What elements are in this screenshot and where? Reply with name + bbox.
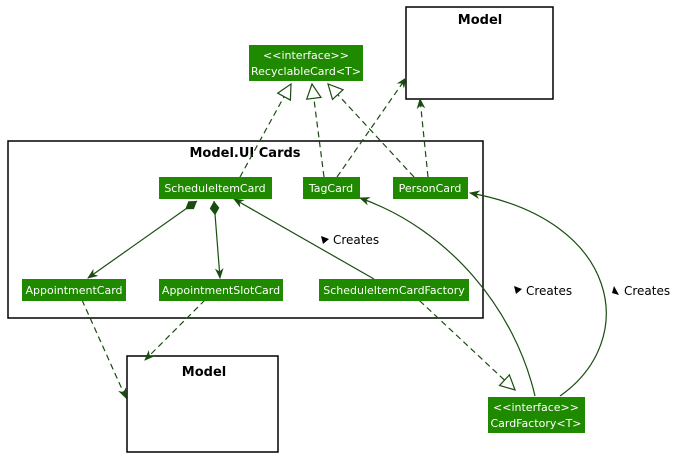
edge-label-person-creates: Creates bbox=[612, 284, 670, 298]
edge-realize-person-card bbox=[328, 84, 415, 178]
node-recyclable-card[interactable]: <<interface>> RecyclableCard<T> bbox=[249, 45, 363, 81]
node-label: RecyclableCard<T> bbox=[251, 65, 361, 78]
node-schedule-item-card-factory[interactable]: ScheduleItemCardFactory bbox=[319, 279, 469, 301]
edge-label-text: Creates bbox=[624, 284, 670, 298]
edge-dep-appointment-slot-card-model bbox=[144, 299, 206, 361]
edge-realize-tag-card bbox=[312, 84, 325, 178]
edge-dep-appointment-card-model bbox=[81, 299, 127, 399]
node-appointment-slot-card[interactable]: AppointmentSlotCard bbox=[159, 279, 283, 301]
direction-arrow-icon bbox=[514, 286, 522, 294]
package-model-top: Model bbox=[405, 6, 554, 100]
edge-realize-schedule-item-card bbox=[239, 84, 291, 178]
package-title: Model bbox=[182, 365, 226, 380]
node-label: AppointmentCard bbox=[25, 284, 122, 297]
edge-compose-appointment-slot-card bbox=[209, 200, 224, 280]
node-tag-card[interactable]: TagCard bbox=[303, 177, 360, 199]
node-label: AppointmentSlotCard bbox=[162, 284, 280, 297]
node-label: TagCard bbox=[308, 182, 353, 195]
edge-dep-tag-card-model bbox=[336, 77, 407, 178]
node-appointment-card[interactable]: AppointmentCard bbox=[22, 279, 126, 301]
stereotype-label: <<interface>> bbox=[493, 401, 579, 414]
node-label: ScheduleItemCard bbox=[164, 182, 265, 195]
edge-creates-person-card bbox=[468, 190, 607, 397]
edge-creates-tag-card bbox=[358, 197, 536, 397]
node-schedule-item-card[interactable]: ScheduleItemCard bbox=[159, 177, 272, 199]
node-label: PersonCard bbox=[399, 182, 462, 195]
node-person-card[interactable]: PersonCard bbox=[393, 177, 468, 199]
node-label: CardFactory<T> bbox=[490, 417, 581, 430]
stereotype-label: <<interface>> bbox=[263, 49, 349, 62]
node-card-factory[interactable]: <<interface>> CardFactory<T> bbox=[488, 397, 585, 433]
edge-label-tag-creates: Creates bbox=[514, 284, 572, 298]
edge-compose-appointment-card bbox=[87, 200, 198, 279]
edge-label-text: Creates bbox=[333, 233, 379, 247]
edge-label-text: Creates bbox=[526, 284, 572, 298]
edge-dep-person-card-model bbox=[416, 97, 429, 178]
package-title: Model bbox=[458, 13, 502, 28]
edge-realize-schedule-item-card-factory bbox=[404, 286, 515, 390]
node-label: ScheduleItemCardFactory bbox=[323, 284, 465, 297]
package-model-bottom: Model bbox=[126, 355, 279, 453]
package-title: Model.UI Cards bbox=[189, 146, 300, 161]
direction-arrow-icon bbox=[321, 236, 329, 244]
edge-creates-schedule-item-card bbox=[233, 198, 375, 280]
edge-label-factory-creates: Creates bbox=[321, 233, 379, 247]
direction-arrow-icon bbox=[612, 286, 619, 295]
